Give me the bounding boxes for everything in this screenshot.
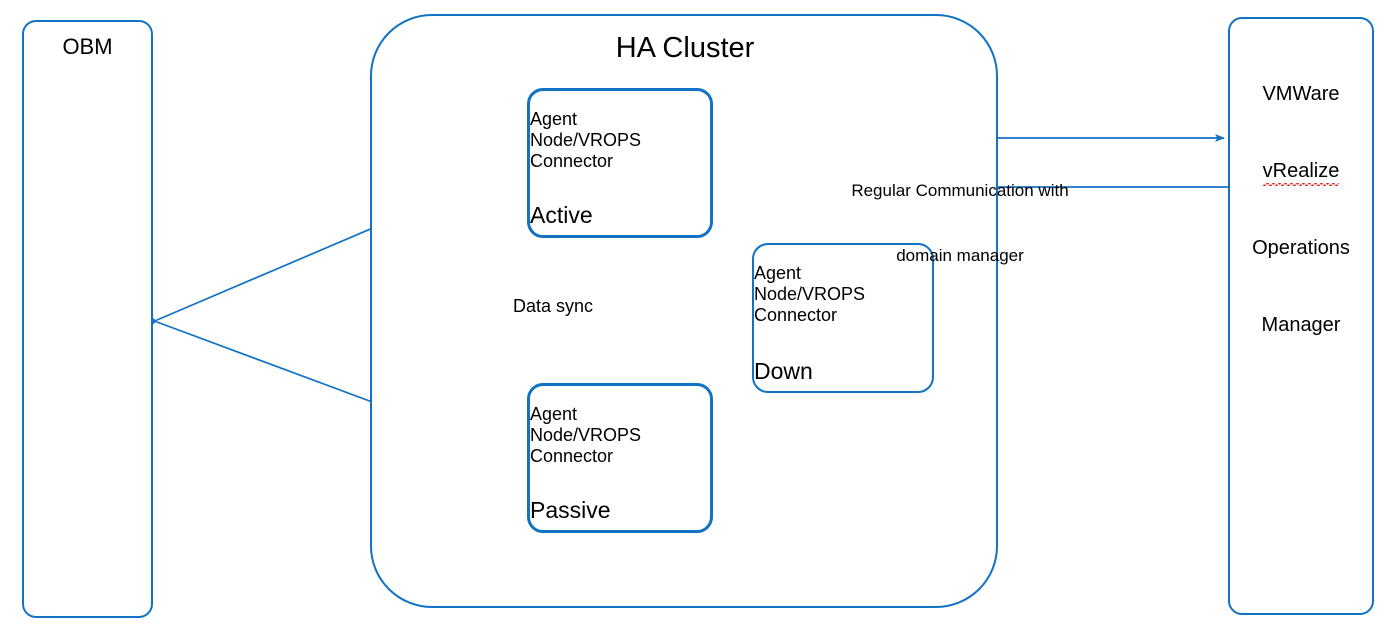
ha-cluster-title: HA Cluster bbox=[615, 32, 755, 64]
agent-node-passive-line1: Agent bbox=[530, 404, 578, 424]
agent-node-down-line2: Node/VROPS bbox=[754, 284, 866, 304]
agent-node-passive[interactable]: Agent Node/VROPS Connector Passive bbox=[527, 383, 713, 533]
agent-node-down-state: Down bbox=[754, 358, 813, 384]
agent-node-down-line1: Agent bbox=[754, 263, 802, 283]
vmware-vrops-title: VMWare vRealize Operations Manager bbox=[1228, 31, 1374, 389]
communication-label: Regular Communication with domain manage… bbox=[800, 136, 1120, 310]
agent-node-passive-state: Passive bbox=[530, 497, 611, 523]
vmware-line2-wrapper: vRealize bbox=[1228, 159, 1374, 186]
agent-node-passive-lines: Agent Node/VROPS Connector bbox=[530, 404, 710, 467]
agent-node-active-lines: Agent Node/VROPS Connector bbox=[530, 109, 710, 172]
data-sync-label: Data sync bbox=[512, 296, 594, 316]
agent-node-down[interactable]: Agent Node/VROPS Connector Down bbox=[752, 243, 934, 393]
agent-node-active-line3: Connector bbox=[530, 151, 614, 171]
vmware-vrops-container[interactable] bbox=[1228, 17, 1374, 615]
vmware-line1: VMWare bbox=[1262, 83, 1340, 106]
agent-node-down-line3: Connector bbox=[754, 305, 838, 325]
vmware-line4: Manager bbox=[1261, 313, 1341, 336]
agent-node-active[interactable]: Agent Node/VROPS Connector Active bbox=[527, 88, 713, 238]
agent-node-down-lines: Agent Node/VROPS Connector bbox=[754, 263, 932, 326]
communication-label-line2: domain manager bbox=[896, 245, 1024, 265]
vmware-line3: Operations bbox=[1252, 236, 1350, 259]
agent-node-passive-line2: Node/VROPS bbox=[530, 425, 642, 445]
agent-node-passive-line3: Connector bbox=[530, 446, 614, 466]
obm-container[interactable] bbox=[22, 20, 153, 618]
communication-label-line1: Regular Communication with bbox=[851, 180, 1069, 200]
agent-node-active-state: Active bbox=[530, 202, 593, 228]
vmware-line2: vRealize bbox=[1262, 159, 1339, 186]
obm-title: OBM bbox=[62, 34, 113, 59]
agent-node-active-line2: Node/VROPS bbox=[530, 130, 642, 150]
agent-node-active-line1: Agent bbox=[530, 109, 578, 129]
